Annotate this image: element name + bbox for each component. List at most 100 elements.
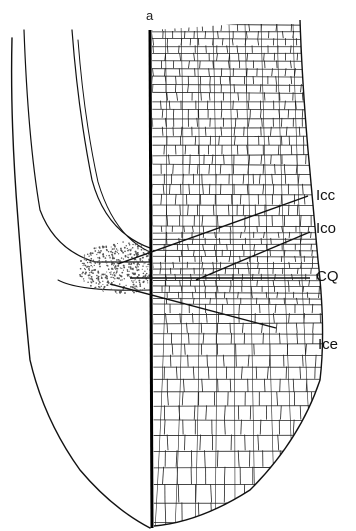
stipple-dot xyxy=(87,282,89,284)
cell-wall xyxy=(278,145,279,154)
stipple-dot xyxy=(118,253,119,254)
stipple-dot xyxy=(102,247,104,249)
cell-wall xyxy=(193,366,194,378)
cell-wall xyxy=(222,304,223,313)
stipple-dot xyxy=(147,269,148,270)
stipple-dot xyxy=(144,249,145,250)
stipple-dot xyxy=(144,262,146,264)
stipple-dot xyxy=(136,268,137,269)
stipple-dot xyxy=(116,271,117,272)
stipple-dot xyxy=(99,264,100,265)
stipple-dot xyxy=(135,244,136,245)
cell-wall xyxy=(230,286,231,292)
cell-wall xyxy=(249,154,250,164)
stipple-dot xyxy=(132,273,134,275)
cell-wall xyxy=(210,298,211,304)
cell-file xyxy=(213,24,217,530)
cell-wall xyxy=(303,38,304,45)
cell-wall xyxy=(300,366,301,378)
cell-wall xyxy=(328,467,329,484)
cell-wall xyxy=(228,60,229,68)
stipple-dot xyxy=(136,261,138,263)
label-icc: Icc xyxy=(316,187,336,204)
stipple-dot xyxy=(80,268,82,270)
stipple-dot xyxy=(99,252,100,253)
cell-wall xyxy=(243,174,244,184)
stipple-dot xyxy=(82,263,83,264)
cell-wall xyxy=(205,31,206,38)
stipple-dot xyxy=(84,254,85,255)
stipple-dot xyxy=(116,259,118,261)
stipple-dot xyxy=(140,260,141,261)
stipple-dot xyxy=(141,245,142,246)
stipple-dot xyxy=(101,277,102,278)
cell-wall xyxy=(266,244,267,250)
cell-wall-row xyxy=(150,24,330,25)
cell-wall xyxy=(224,292,225,298)
stipple-dot xyxy=(147,264,148,265)
stipple-dot xyxy=(147,266,148,267)
cell-wall xyxy=(275,164,276,174)
stipple-dot xyxy=(87,262,88,263)
stipple-dot xyxy=(128,263,130,265)
stipple-dot xyxy=(111,277,112,278)
stipple-dot xyxy=(128,290,129,291)
stipple-dot xyxy=(135,266,137,268)
stipple-dot xyxy=(131,280,132,281)
stipple-dot xyxy=(142,289,144,291)
cell-wall xyxy=(230,226,231,232)
cell-wall xyxy=(268,136,269,145)
cell-wall xyxy=(250,405,251,419)
stipple-dot xyxy=(114,253,116,255)
stipple-dot xyxy=(111,260,112,261)
cell-wall xyxy=(229,76,230,84)
stipple-dot xyxy=(129,244,131,246)
cell-file xyxy=(229,24,235,530)
cell-wall xyxy=(178,484,179,502)
stipple-dot xyxy=(88,256,89,257)
cell-wall xyxy=(160,268,161,274)
label-ice: Ice xyxy=(318,336,338,353)
cell-wall-row xyxy=(150,323,330,324)
stipple-dot xyxy=(137,243,138,244)
stipple-dot xyxy=(124,278,125,279)
cell-wall xyxy=(197,164,198,174)
cell-wall xyxy=(248,118,249,127)
stipple-dot xyxy=(110,257,111,258)
stipple-dot xyxy=(107,284,109,286)
cell-wall xyxy=(234,84,235,92)
cell-wall xyxy=(310,53,311,61)
cell-wall-row xyxy=(150,154,330,155)
stipple-dot xyxy=(120,267,121,268)
stipple-dot xyxy=(97,262,98,263)
cell-wall xyxy=(153,38,154,45)
cell-wall xyxy=(328,292,329,298)
stipple-dot xyxy=(137,254,139,256)
cell-wall xyxy=(263,484,264,502)
cell-wall xyxy=(188,204,189,215)
stipple-dot xyxy=(83,265,84,266)
cell-wall xyxy=(241,366,242,378)
stipple-dot xyxy=(96,275,98,277)
stipple-dot xyxy=(88,274,90,276)
stipple-dot xyxy=(137,262,139,264)
cell-wall-row xyxy=(150,250,330,251)
cell-wall-row xyxy=(150,205,330,206)
stipple-dot xyxy=(84,259,85,260)
stipple-dot xyxy=(137,252,139,254)
cell-wall xyxy=(175,145,176,154)
stipple-dot xyxy=(112,252,113,253)
stipple-dot xyxy=(100,250,102,252)
cell-wall xyxy=(165,502,166,521)
cell-wall xyxy=(221,24,222,31)
stipple-dot xyxy=(128,266,130,268)
stipple-dot xyxy=(123,258,124,259)
stipple-dot xyxy=(144,288,145,289)
stipple-dot xyxy=(130,266,132,268)
cell-wall xyxy=(300,215,301,226)
stipple-dot xyxy=(118,259,120,261)
stipple-dot xyxy=(112,289,113,290)
cell-wall xyxy=(152,68,153,76)
cell-wall xyxy=(198,502,199,521)
cell-wall xyxy=(164,145,165,154)
